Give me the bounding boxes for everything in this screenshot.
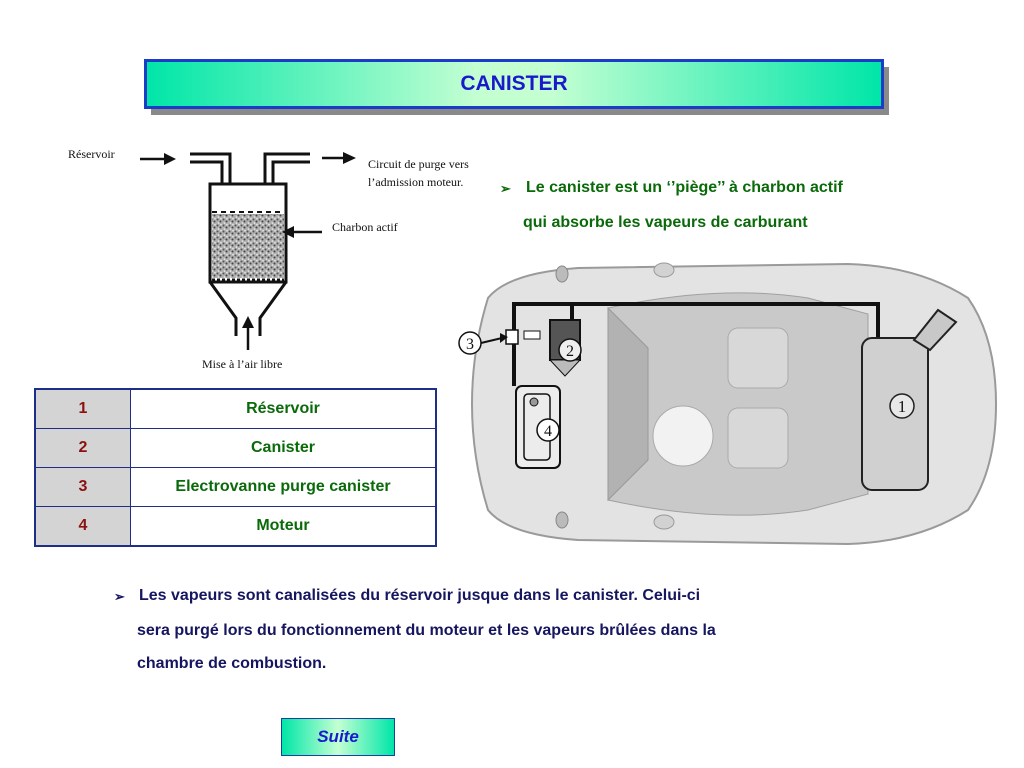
marker-1-circle <box>889 393 915 419</box>
mirror-top-icon <box>653 262 675 278</box>
bullet-2-line3: chambre de combustion. <box>137 655 327 672</box>
bullet-1-line2: qui absorbe les vapeurs de carburant <box>523 214 808 231</box>
windscreen <box>607 306 649 502</box>
legend-number: 3 <box>34 467 131 507</box>
legend-number: 1 <box>34 388 131 429</box>
arrow-vent-head <box>242 316 254 328</box>
wheel-front-right-icon <box>555 511 569 529</box>
bullet-2-line1: Les vapeurs sont canalisées du réservoir… <box>139 587 701 604</box>
table-row: 1 Réservoir <box>34 388 437 429</box>
car-illustration: 1 2 3 4 <box>458 262 998 546</box>
bullet-1-line1: Le canister est un ‘’piège’’ à charbon a… <box>526 179 843 196</box>
marker-4: 4 <box>544 423 552 440</box>
label-charbon: Charbon actif <box>332 220 398 234</box>
fuel-line-main <box>512 302 880 338</box>
table-row: 3 Electrovanne purge canister <box>34 467 437 507</box>
solenoid-connector <box>523 330 541 340</box>
legend-table: 1 Réservoir 2 Canister 3 Electrovanne pu… <box>34 388 437 547</box>
table-row: 4 Moteur <box>34 506 437 547</box>
suite-button[interactable]: Suite <box>281 718 395 756</box>
seat-front-right <box>727 407 789 469</box>
bullet-2: ➢ Les vapeurs sont canalisées du réservo… <box>114 587 914 687</box>
label-circuit-line2: l’admission moteur. <box>368 175 463 189</box>
marker-2: 2 <box>566 343 574 360</box>
arrow-in-head <box>164 153 176 165</box>
mirror-bottom-icon <box>653 514 675 530</box>
fuel-filler-neck <box>912 308 958 352</box>
page-title: CANISTER <box>460 72 568 95</box>
legend-number: 4 <box>34 506 131 547</box>
activated-charcoal <box>212 214 284 278</box>
bullet-arrow-icon: ➢ <box>500 181 511 196</box>
label-circuit-line1: Circuit de purge vers <box>368 157 469 171</box>
bullet-2-line2: sera purgé lors du fonctionnement du mot… <box>137 622 716 639</box>
arrow-charbon-head <box>282 226 294 238</box>
legend-number: 2 <box>34 428 131 468</box>
steering-wheel-icon <box>652 405 714 467</box>
canister-cone <box>208 281 288 336</box>
marker-3-pointer-head <box>500 333 508 343</box>
engine-cylinder-icon <box>529 397 539 407</box>
bullet-arrow-icon: ➢ <box>114 589 125 604</box>
seat-front <box>727 327 789 389</box>
marker-2-circle <box>558 338 582 362</box>
wheel-front-left-icon <box>555 265 569 283</box>
marker-1: 1 <box>898 397 907 416</box>
table-row: 2 Canister <box>34 428 437 468</box>
marker-4-circle <box>536 418 560 442</box>
legend-name: Réservoir <box>130 388 437 429</box>
canister-schematic: Réservoir Circuit de purge vers l’admiss… <box>68 147 469 371</box>
legend-name: Canister <box>130 428 437 468</box>
title-banner: CANISTER <box>144 59 884 109</box>
label-reservoir: Réservoir <box>68 147 115 161</box>
legend-name: Electrovanne purge canister <box>130 467 437 507</box>
suite-label: Suite <box>317 727 359 746</box>
marker-3-pointer <box>480 337 503 344</box>
marker-3: 3 <box>466 336 474 353</box>
legend-name: Moteur <box>130 506 437 547</box>
label-mise-air: Mise à l’air libre <box>202 357 282 371</box>
arrow-out-head <box>343 152 356 164</box>
